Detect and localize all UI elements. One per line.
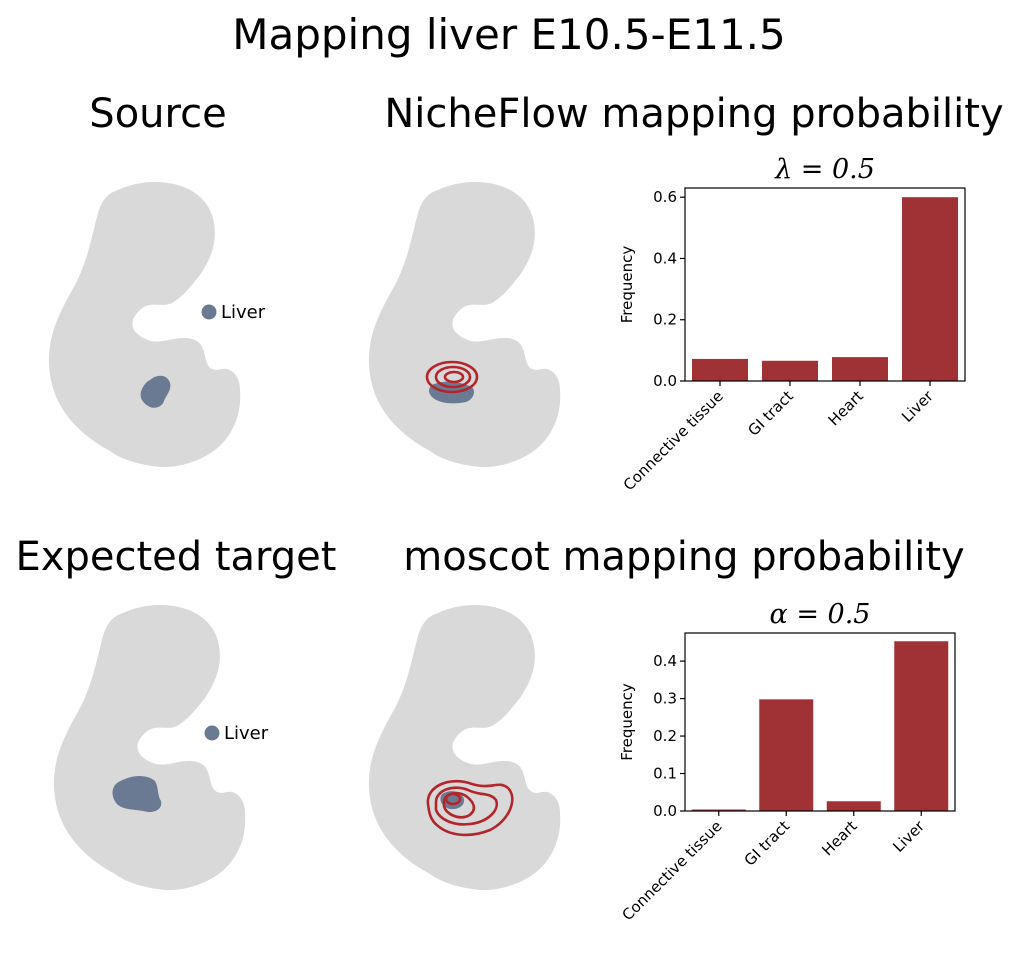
moscot-panel-title: moscot mapping probability (403, 534, 965, 580)
x-tick-label: Heart (818, 817, 860, 859)
y-tick-label: 0.6 (653, 188, 677, 206)
source-panel-title: Source (89, 91, 227, 137)
liver-legend-label: Liver (221, 302, 266, 323)
y-tick-label: 0.2 (653, 727, 677, 745)
embryo-silhouette (48, 182, 241, 468)
moscot-embryo-plot (368, 605, 561, 891)
embryo-silhouette (368, 605, 561, 891)
embryo-silhouette (368, 182, 561, 468)
bar-liver (894, 641, 949, 811)
y-tick-label: 0.2 (653, 311, 677, 329)
y-tick-label: 0.4 (653, 652, 677, 670)
x-tick-label: Connective tissue (620, 387, 727, 494)
bar-connective-tissue (691, 809, 746, 811)
probability-contours (426, 779, 514, 837)
x-tick-label: Heart (825, 387, 867, 429)
liver-cells (112, 775, 162, 812)
expected-target-panel-title: Expected target (15, 534, 337, 580)
plot-frame (684, 187, 966, 382)
x-tick-label: Liver (889, 817, 928, 856)
nicheflow-panel-title: NicheFlow mapping probability (384, 91, 1004, 137)
liver-legend-marker (201, 304, 217, 320)
embryo-silhouette (53, 605, 246, 891)
bar-connective-tissue (692, 358, 748, 381)
main-title: Mapping liver E10.5-E11.5 (232, 10, 786, 59)
chart-title: λ = 0.5 (774, 154, 875, 185)
source-embryo-plot: Liver (48, 182, 266, 468)
x-tick-label: GI tract (741, 817, 794, 870)
moscot-bar-chart: α = 0.5 0.0 0.1 0.2 0.3 0.4FrequencyConnectiv… (618, 599, 956, 924)
y-tick-label: 0.3 (653, 690, 677, 708)
y-tick-label: 0.0 (653, 802, 677, 820)
bar-gi-tract (759, 699, 814, 811)
expected-target-embryo-plot: Liver (53, 605, 269, 891)
bar-heart (826, 801, 881, 811)
bar-heart (832, 357, 888, 381)
plot-frame (684, 632, 956, 812)
y-axis-label: Frequency (618, 683, 636, 761)
bar-liver (902, 197, 958, 381)
liver-cells (140, 375, 171, 408)
y-tick-label: 0.4 (653, 249, 677, 267)
bar-gi-tract (762, 360, 818, 381)
x-tick-label: Liver (898, 387, 937, 426)
x-tick-label: GI tract (744, 387, 797, 440)
x-tick-label: Connective tissue (618, 817, 725, 924)
nicheflow-embryo-plot (368, 182, 561, 468)
liver-legend-marker (204, 725, 220, 741)
liver-legend-label: Liver (224, 723, 269, 744)
y-axis-label: Frequency (618, 246, 636, 324)
y-tick-label: 0.1 (653, 765, 677, 783)
chart-title: α = 0.5 (770, 599, 871, 630)
y-tick-label: 0.0 (653, 372, 677, 390)
probability-contours (425, 360, 479, 394)
